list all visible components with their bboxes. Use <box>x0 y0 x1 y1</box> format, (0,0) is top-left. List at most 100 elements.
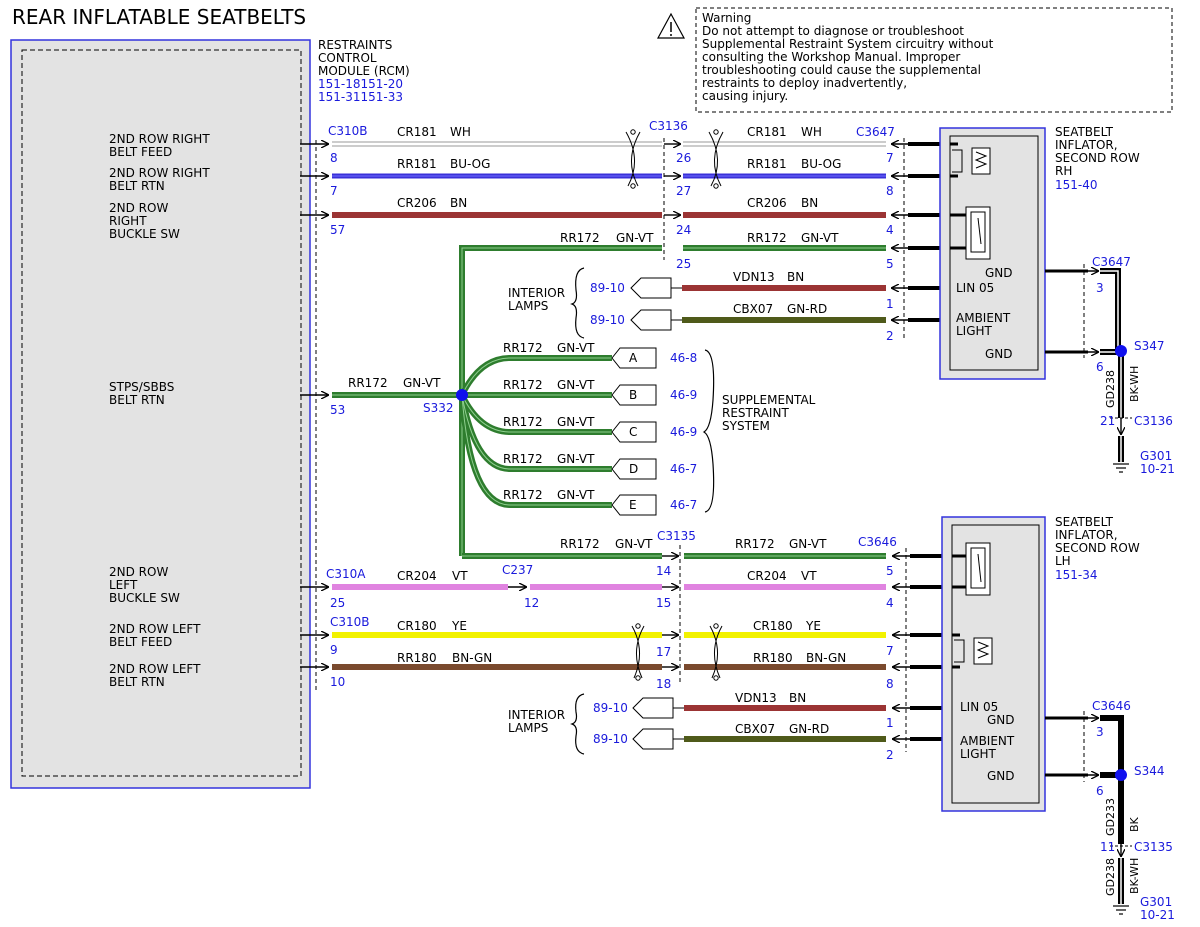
wire-color: GN-VT <box>557 415 595 429</box>
rcm-pin-label: 2ND ROW <box>109 201 168 215</box>
warning-line: restraints to deploy inadvertently, <box>702 76 907 90</box>
wire-color: BK-WH <box>1128 366 1141 402</box>
pin-number: 2 <box>886 748 894 762</box>
pin-number: 12 <box>524 596 539 610</box>
wire-circuit: CR181 <box>397 125 437 139</box>
pin-number: 57 <box>330 223 345 237</box>
module-name: SEATBELT <box>1055 125 1114 139</box>
ground-ref: 10-21 <box>1140 908 1175 922</box>
wire-color: GN-RD <box>789 722 829 736</box>
rcm-name: CONTROL <box>318 51 377 65</box>
wire-circuit: CR204 <box>397 569 437 583</box>
pin-number: 1 <box>886 297 894 311</box>
ground-ref: 10-21 <box>1140 462 1175 476</box>
pin-number: 27 <box>676 184 691 198</box>
c3646-connector: C3646 5 4 7 8 1 2 <box>858 535 952 762</box>
module-name: INFLATOR, <box>1055 138 1118 152</box>
pin-number: 18 <box>656 677 671 691</box>
warning-line: Do not attempt to diagnose or troublesho… <box>702 24 964 38</box>
srs-ref: 46-9 <box>670 388 697 402</box>
wire-color: GN-VT <box>557 488 595 502</box>
pin-number: 25 <box>676 257 691 271</box>
splice-label: S332 <box>423 401 454 415</box>
warning-icon <box>656 12 686 39</box>
connector-label: C310B <box>328 124 368 138</box>
pin-label: AMBIENT <box>956 311 1011 325</box>
pin-label: LIN 05 <box>956 281 994 295</box>
wire-circuit: CR180 <box>397 619 437 633</box>
rcm-pin-label: RIGHT <box>109 214 147 228</box>
rcm-name: MODULE (RCM) <box>318 64 410 78</box>
wire-color: BN <box>789 691 806 705</box>
wire-circuit: GD238 <box>1104 858 1117 896</box>
srs-connector: A <box>629 351 638 365</box>
rcm-pin-label: BELT RTN <box>109 179 165 193</box>
warning-box: Warning Do not attempt to diagnose or tr… <box>656 7 1173 113</box>
wire-color: GN-VT <box>801 231 839 245</box>
module-ref: 151-34 <box>1055 568 1098 582</box>
lamp-ref: 89-10 <box>593 701 628 715</box>
connector-label: C310A <box>326 567 366 581</box>
wire-color: YE <box>451 619 467 633</box>
pin-number: 9 <box>330 643 338 657</box>
pin-number: 8 <box>886 184 894 198</box>
rh-ground-path: C3647 3 6 S347 GD238 BK-WH 21 C3136 G301… <box>1045 255 1175 476</box>
lamp-ref: 89-10 <box>590 281 625 295</box>
diagram-title: REAR INFLATABLE SEATBELTS <box>12 5 306 29</box>
ground-label: G301 <box>1140 895 1172 909</box>
pin-number: 6 <box>1096 784 1104 798</box>
pin-number: 25 <box>330 596 345 610</box>
splice-dot <box>1115 769 1127 781</box>
inflator-lh-module: LIN 05 GND AMBIENT LIGHT GND SEATBELT IN… <box>941 515 1140 812</box>
module-name: SECOND ROW <box>1055 541 1140 555</box>
warning-heading: Warning <box>702 11 751 25</box>
connector-label: C3646 <box>858 535 897 549</box>
pin-number: 17 <box>656 645 671 659</box>
lh-ground-path: C3646 3 6 S344 GD233 BK 11 C3135 GD238 B… <box>1045 699 1175 922</box>
wire-circuit: CR180 <box>753 619 793 633</box>
upper-right-wires: CR181 WH RR181 BU-OG CR206 BN RR172 GN-V… <box>683 125 886 251</box>
wire-color: BN <box>787 270 804 284</box>
wire-color: VT <box>801 569 817 583</box>
wire-circuit: RR172 <box>560 231 600 245</box>
pin-label: GND <box>985 347 1013 361</box>
srs-ref: 46-7 <box>670 498 697 512</box>
lamp-ref: 89-10 <box>590 313 625 327</box>
module-name: INFLATOR, <box>1055 528 1118 542</box>
pin-label: AMBIENT <box>960 734 1015 748</box>
wire-color: WH <box>450 125 471 139</box>
pin-number: 3 <box>1096 725 1104 739</box>
pin-label: GND <box>987 769 1015 783</box>
pin-number: 8 <box>330 151 338 165</box>
lower-left-wires: CR204 VT C237 12 CR180 YE RR180 BN-GN <box>332 563 662 681</box>
module-name: LH <box>1055 554 1071 568</box>
rcm-connector-pins: C310B 8 7 57 53 C310A 25 C310B 9 10 <box>300 124 370 690</box>
splice-dot <box>456 389 468 401</box>
warning-line: causing injury. <box>702 89 788 103</box>
module-name: SECOND ROW <box>1055 151 1140 165</box>
wire-color: GN-VT <box>557 452 595 466</box>
lamps-label: LAMPS <box>508 721 548 735</box>
srs-label: RESTRAINT <box>722 406 789 420</box>
rcm-pin-label: BELT FEED <box>109 635 172 649</box>
module-name: SEATBELT <box>1055 515 1114 529</box>
pin-label: LIGHT <box>960 747 997 761</box>
wire-circuit: RR180 <box>753 651 793 665</box>
lamps-label: LAMPS <box>508 299 548 313</box>
srs-label: SYSTEM <box>722 419 770 433</box>
buckle-switch-icon <box>965 542 991 596</box>
lamp-ref: 89-10 <box>593 732 628 746</box>
wire-circuit: CR206 <box>397 196 437 210</box>
pin-label: GND <box>987 713 1015 727</box>
warning-line: Supplemental Restraint System circuitry … <box>702 37 994 51</box>
pin-number: 15 <box>656 596 671 610</box>
wire-circuit: VDN13 <box>733 270 775 284</box>
wire-circuit: RR172 <box>503 378 543 392</box>
inflator-icon <box>954 637 993 665</box>
c3647-connector: C3647 7 8 4 5 1 2 <box>856 125 950 343</box>
ground-symbol <box>1113 905 1129 915</box>
wire-color: YE <box>805 619 821 633</box>
wire-color: BK-WH <box>1128 858 1141 894</box>
pin-number: 4 <box>886 223 894 237</box>
